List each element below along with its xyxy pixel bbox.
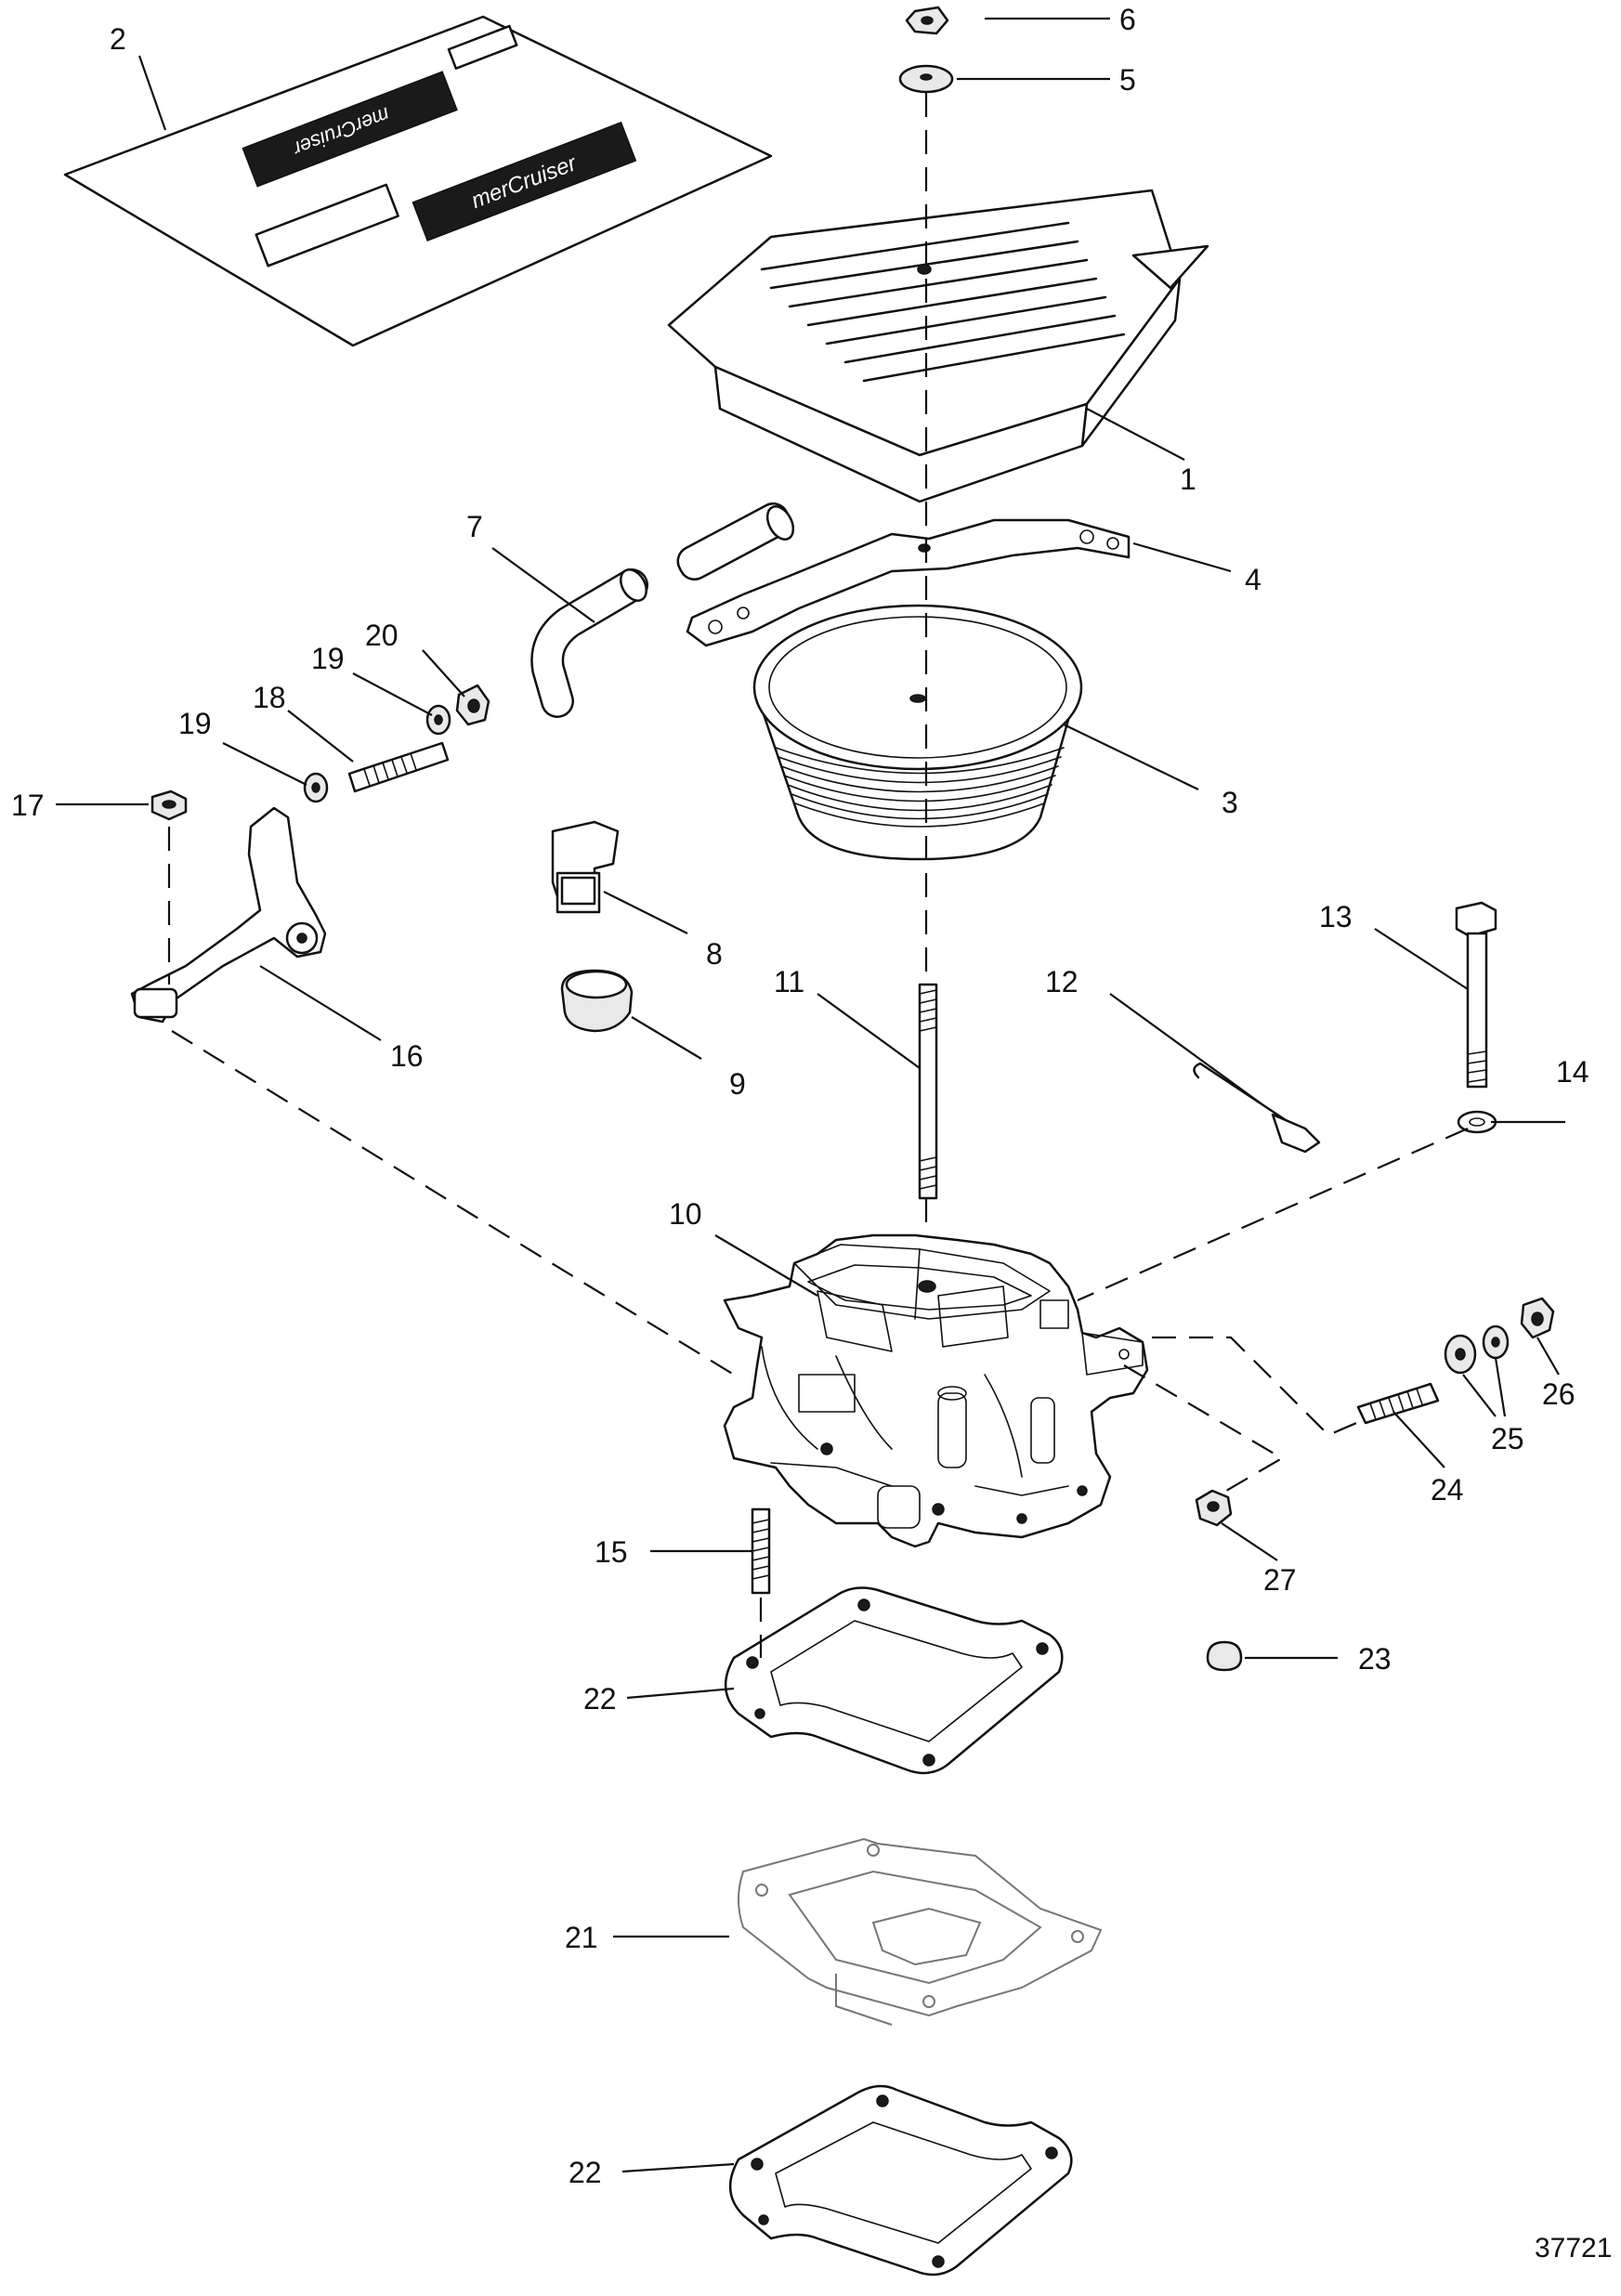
callout-15: 15 xyxy=(595,1535,628,1569)
carburetor-gasket-upper xyxy=(724,1586,1064,1775)
callout-4: 4 xyxy=(1245,563,1262,596)
callout-17: 17 xyxy=(11,789,45,822)
washer-25b xyxy=(1482,1324,1510,1360)
callout-18: 18 xyxy=(253,681,286,714)
rubber-cap xyxy=(560,969,634,1033)
callout-9: 9 xyxy=(729,1067,746,1101)
washer-25a xyxy=(1444,1334,1477,1375)
arrestor-bracket xyxy=(686,518,1131,647)
callout-26: 26 xyxy=(1542,1377,1575,1411)
arrestor-stud xyxy=(918,983,938,1200)
carburetor-stud xyxy=(751,1507,771,1595)
callout-10: 10 xyxy=(669,1197,702,1231)
callout-13: 13 xyxy=(1319,900,1353,933)
callout-5: 5 xyxy=(1119,63,1136,97)
callout-3: 3 xyxy=(1222,786,1238,819)
callout-19a: 19 xyxy=(178,707,212,740)
hold-down-bolt xyxy=(1455,901,1497,1089)
callout-6: 6 xyxy=(1119,3,1136,36)
callout-1: 1 xyxy=(1180,463,1196,496)
decal-sheet: merCruiser merCruiser xyxy=(63,15,773,347)
bracket-nut-17 xyxy=(150,789,188,821)
callout-21: 21 xyxy=(565,1921,598,1954)
drawing-number: 37721 xyxy=(1535,2233,1612,2263)
cover-nut xyxy=(905,6,949,35)
nut-26 xyxy=(1520,1297,1555,1339)
callout-25: 25 xyxy=(1491,1422,1524,1455)
carburetor-spacer xyxy=(738,1837,1103,2026)
throttle-bracket xyxy=(130,806,327,1024)
stud-18 xyxy=(347,741,450,793)
callout-27: 27 xyxy=(1263,1563,1297,1597)
vent-hose xyxy=(530,502,795,718)
callout-12: 12 xyxy=(1045,965,1078,998)
callout-20: 20 xyxy=(365,619,399,652)
callout-2: 2 xyxy=(110,22,126,56)
leader-lines xyxy=(56,17,1565,2173)
cap-23 xyxy=(1206,1640,1243,1672)
callout-11: 11 xyxy=(774,965,804,998)
assembly-lines xyxy=(167,93,1469,1658)
callout-22-upper: 22 xyxy=(583,1682,617,1715)
cover-washer xyxy=(898,64,954,94)
washer-19b xyxy=(425,704,451,736)
callout-14: 14 xyxy=(1556,1055,1589,1089)
callout-19b: 19 xyxy=(311,642,345,675)
callout-23: 23 xyxy=(1358,1642,1392,1676)
carburetor-gasket-lower xyxy=(728,2084,1073,2276)
callout-7: 7 xyxy=(466,510,483,543)
carburetor xyxy=(723,1233,1149,1548)
flame-arrestor-cover xyxy=(667,189,1209,503)
elbow-fitting xyxy=(551,820,620,914)
stud-24 xyxy=(1356,1382,1440,1425)
callout-labels: 1 2 3 4 5 6 7 8 9 10 11 12 13 14 15 16 1… xyxy=(11,3,1612,2263)
washer-19a xyxy=(303,772,329,803)
callout-8: 8 xyxy=(706,937,723,971)
callout-22-lower: 22 xyxy=(569,2156,602,2189)
plug-27 xyxy=(1195,1489,1233,1527)
callout-24: 24 xyxy=(1431,1473,1464,1507)
callout-16: 16 xyxy=(390,1039,424,1073)
choke-rod xyxy=(1193,1062,1321,1154)
flame-arrestor xyxy=(752,604,1083,861)
nut-20 xyxy=(455,684,490,726)
